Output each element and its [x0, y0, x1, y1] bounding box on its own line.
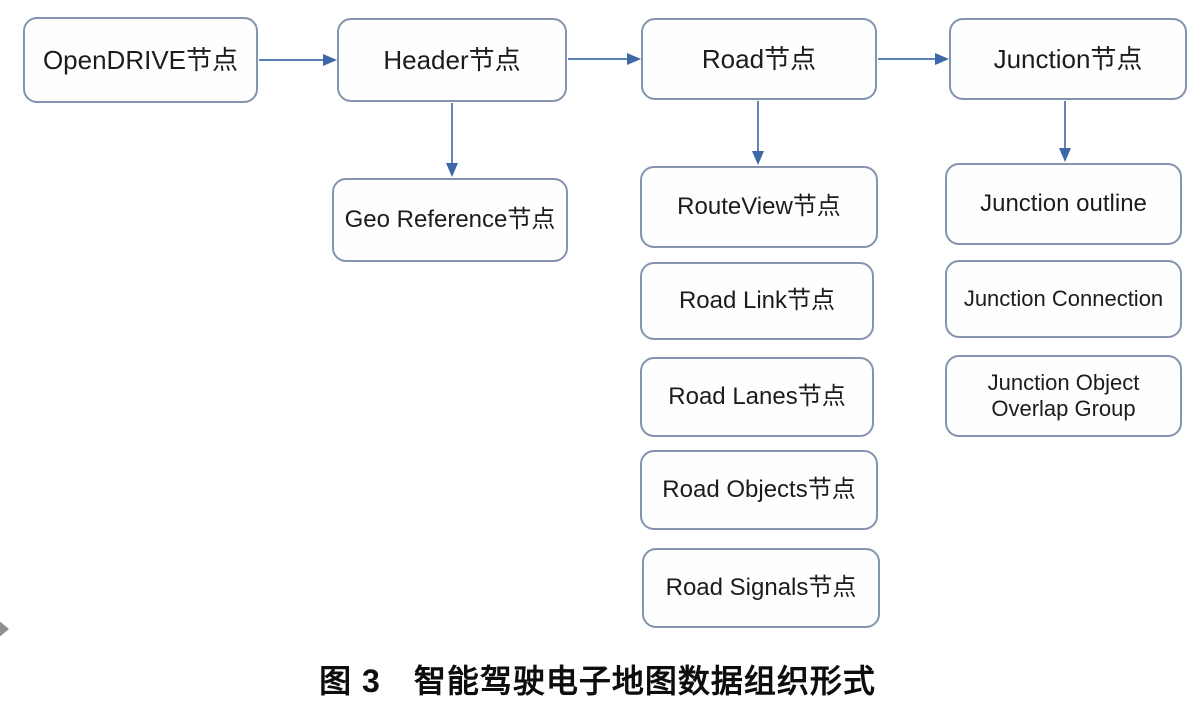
- arrow-road-to-routeview: [752, 101, 764, 165]
- figure-caption: 图 3 智能驾驶电子地图数据组织形式: [319, 663, 876, 699]
- node-junction-label: Junction节点: [993, 43, 1143, 74]
- node-road-label: Road节点: [701, 43, 817, 74]
- arrow-header-to-geo-reference: [446, 103, 458, 177]
- node-junction-outline: Junction outline: [945, 163, 1182, 245]
- left-edge-chevron-icon: [0, 621, 9, 637]
- node-junction-connection: Junction Connection: [945, 260, 1182, 338]
- arrow-header-to-road: [568, 53, 641, 65]
- node-junction-connection-label: Junction Connection: [963, 286, 1164, 312]
- node-header-label: Header节点: [383, 44, 521, 75]
- node-header: Header节点: [337, 18, 567, 102]
- node-road-objects-label: Road Objects节点: [662, 475, 856, 503]
- node-routeview-label: RouteView节点: [677, 192, 841, 220]
- node-road-link: Road Link节点: [640, 262, 874, 340]
- arrow-opendrive-to-header: [259, 54, 337, 66]
- node-road-lanes-label: Road Lanes节点: [668, 382, 846, 410]
- node-road: Road节点: [641, 18, 877, 100]
- node-geo-reference-label: Geo Reference节点: [344, 205, 556, 233]
- node-opendrive-label: OpenDRIVE节点: [42, 44, 239, 75]
- node-road-objects: Road Objects节点: [640, 450, 878, 530]
- node-road-signals: Road Signals节点: [642, 548, 880, 628]
- node-junction-object-overlap: Junction Object Overlap Group: [945, 355, 1182, 437]
- node-junction: Junction节点: [949, 18, 1187, 100]
- arrow-junction-to-junction-outline: [1059, 101, 1071, 162]
- node-routeview: RouteView节点: [640, 166, 878, 248]
- node-road-link-label: Road Link节点: [678, 286, 836, 314]
- arrow-road-to-junction: [878, 53, 949, 65]
- node-junction-outline-label: Junction outline: [980, 189, 1147, 217]
- node-road-signals-label: Road Signals节点: [665, 573, 857, 601]
- node-junction-object-overlap-label: Junction Object Overlap Group: [987, 370, 1140, 421]
- node-geo-reference: Geo Reference节点: [332, 178, 568, 262]
- node-road-lanes: Road Lanes节点: [640, 357, 874, 437]
- node-opendrive: OpenDRIVE节点: [23, 17, 258, 103]
